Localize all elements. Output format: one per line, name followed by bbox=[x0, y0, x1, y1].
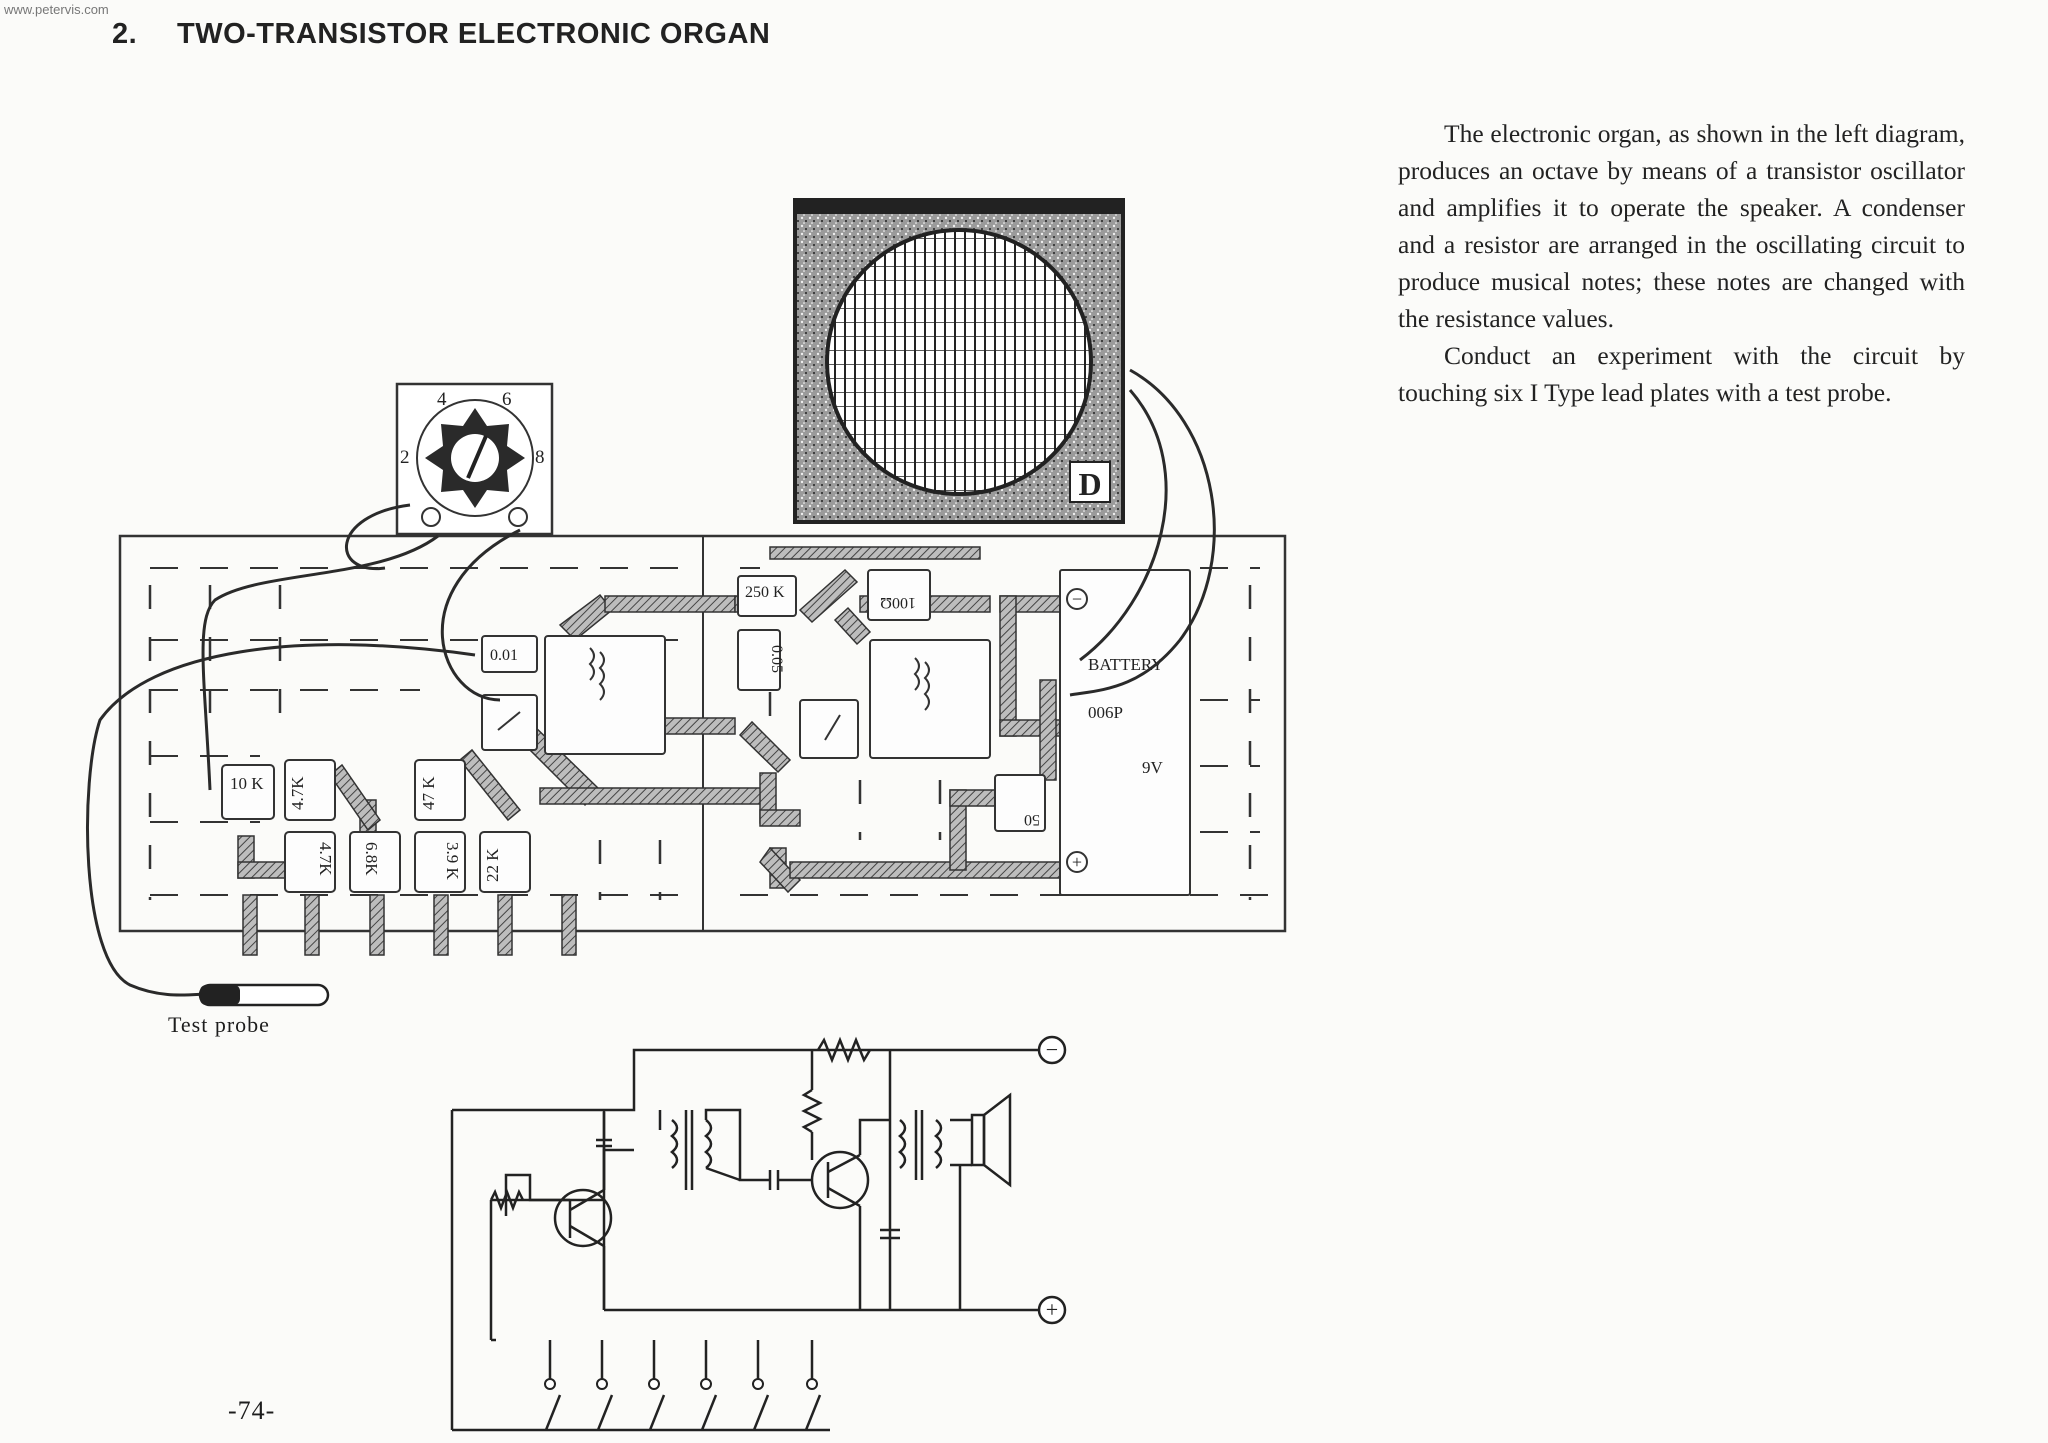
schematic-switch-contacts bbox=[544, 1378, 818, 1390]
page-number: -74- bbox=[228, 1396, 276, 1425]
battery-plus: + bbox=[1072, 852, 1082, 872]
section-title: TWO-TRANSISTOR ELECTRONIC ORGAN bbox=[177, 18, 771, 50]
label-cap-001: 0.01 bbox=[490, 647, 518, 664]
description-text: The electronic organ, as shown in the le… bbox=[1398, 115, 1965, 411]
label-battery: BATTERY bbox=[1088, 655, 1164, 674]
label-47k: 47 K bbox=[419, 776, 438, 810]
source-watermark: www.petervis.com bbox=[4, 2, 109, 17]
page-title: 2. TWO-TRANSISTOR ELECTRONIC ORGAN bbox=[112, 18, 770, 51]
dial-mark-6: 6 bbox=[502, 389, 512, 410]
description-paragraph-1: The electronic organ, as shown in the le… bbox=[1398, 119, 1965, 333]
wires bbox=[86, 368, 1216, 997]
label-4-7k-a: 4.7K bbox=[288, 776, 307, 810]
speaker bbox=[793, 198, 1125, 524]
schematic-plus: + bbox=[1046, 1297, 1058, 1322]
schematic-terminals bbox=[1037, 1035, 1067, 1325]
speaker-logo: D bbox=[1078, 466, 1101, 502]
label-4-7k-b: 4.7K bbox=[316, 842, 335, 876]
schematic-minus: − bbox=[1046, 1037, 1058, 1062]
label-battery-voltage: 9V bbox=[1142, 758, 1164, 777]
label-6-8k: 6.8K bbox=[362, 842, 381, 876]
label-cap-005: 0.05 bbox=[768, 645, 785, 673]
label-battery-type: 006P bbox=[1088, 703, 1123, 722]
battery-terminals bbox=[1066, 588, 1088, 873]
label-10k: 10 K bbox=[230, 774, 264, 793]
label-22k: 22 K bbox=[483, 848, 502, 882]
dial-mark-8: 8 bbox=[535, 447, 545, 468]
section-number: 2. bbox=[112, 18, 138, 50]
resistor-modules bbox=[221, 759, 531, 893]
circuit-schematic bbox=[450, 1036, 1050, 1432]
dial-mark-2: 2 bbox=[400, 447, 410, 468]
test-probe bbox=[198, 983, 330, 1007]
rotary-dial bbox=[395, 382, 554, 536]
battery-minus: − bbox=[1072, 589, 1082, 609]
description-paragraph-2: Conduct an experiment with the circuit b… bbox=[1398, 341, 1965, 407]
label-cap-50: 50 bbox=[1024, 811, 1040, 828]
probe-terminals bbox=[242, 894, 577, 956]
label-3-9k: 3.9 K bbox=[443, 842, 462, 881]
label-100: 100Ω bbox=[880, 594, 916, 611]
dial-mark-4: 4 bbox=[437, 389, 447, 410]
test-probe-label: Test probe bbox=[168, 1012, 270, 1037]
label-250k: 250 K bbox=[745, 584, 785, 601]
